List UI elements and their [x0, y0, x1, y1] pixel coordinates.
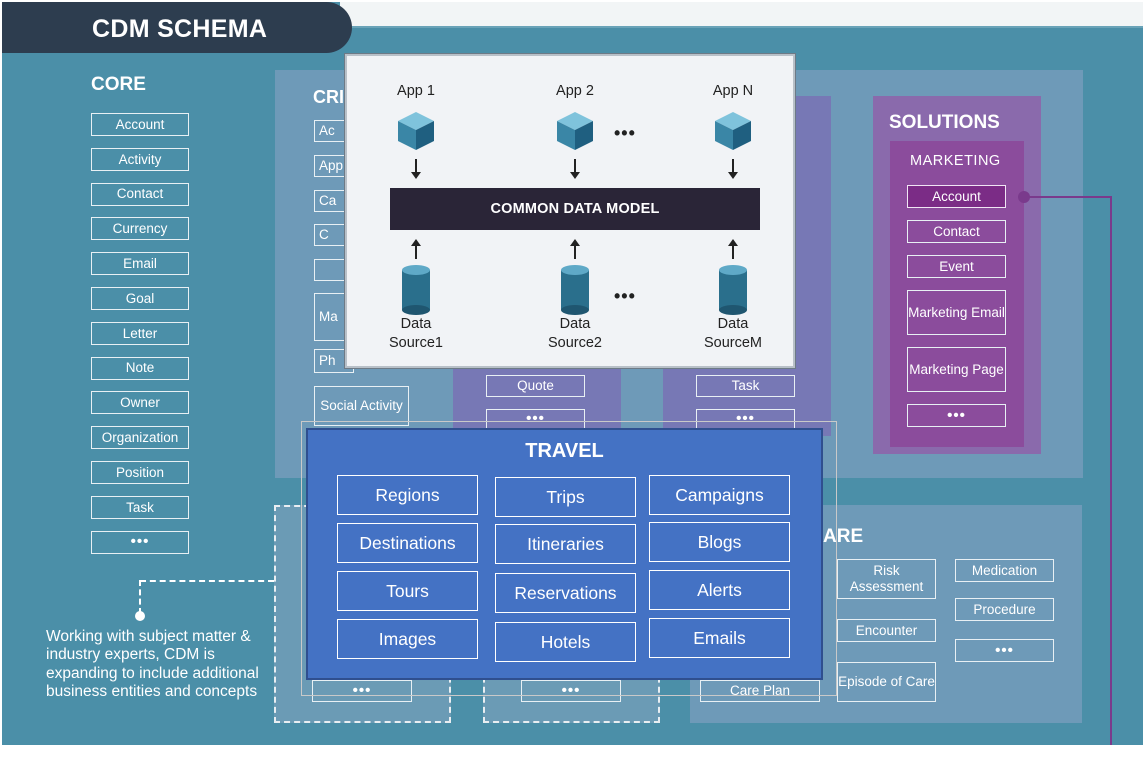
healthcare-item-risk-assessment: Risk Assessment — [837, 559, 936, 599]
travel-item-images: Images — [337, 619, 478, 659]
top-strip-line — [340, 26, 1143, 28]
crm-item-social-activity: Social Activity — [314, 386, 409, 426]
healthcare-item-care-plan: Care Plan — [700, 680, 820, 702]
data-source-1-database-icon — [402, 265, 430, 315]
crm-service-item-task: Task — [696, 375, 795, 397]
travel-item-itineraries: Itineraries — [495, 524, 636, 564]
travel-item-emails: Emails — [649, 618, 790, 658]
core-item-task: Task — [91, 495, 189, 519]
data-source-1-label: Data Source1 — [371, 315, 461, 353]
core-item-more: ••• — [91, 530, 189, 554]
healthcare-item-encounter: Encounter — [837, 619, 936, 642]
marketing-item-account: Account — [907, 185, 1006, 208]
data-source-1-line1: Data — [400, 316, 432, 332]
core-item-email: Email — [91, 252, 189, 276]
data-source-m-label: Data SourceM — [688, 315, 778, 353]
data-source-m-line1: Data — [717, 316, 749, 332]
common-data-model-bar: COMMON DATA MODEL — [390, 188, 760, 230]
core-heading: CORE — [91, 74, 146, 95]
travel-item-reservations: Reservations — [495, 573, 636, 613]
sources-ellipsis: ••• — [614, 286, 636, 306]
marketing-item-marketing-email: Marketing Email — [907, 290, 1006, 335]
travel-item-blogs: Blogs — [649, 522, 790, 562]
core-item-currency: Currency — [91, 217, 189, 241]
marketing-connector-horizontal — [1025, 196, 1112, 198]
travel-outline — [301, 421, 837, 696]
expansion-note: Working with subject matter & industry e… — [46, 628, 259, 700]
marketing-item-marketing-page: Marketing Page — [907, 347, 1006, 392]
healthcare-item-episode-of-care: Episode of Care — [837, 662, 936, 702]
apps-ellipsis: ••• — [614, 123, 636, 143]
travel-item-hotels: Hotels — [495, 622, 636, 662]
core-item-position: Position — [91, 461, 189, 484]
core-item-owner: Owner — [91, 391, 189, 415]
core-item-letter: Letter — [91, 321, 189, 345]
crm-heading: CRI — [313, 87, 344, 107]
arrow-up-icon — [411, 239, 421, 259]
app-1-label: App 1 — [397, 83, 435, 99]
healthcare-heading: ARE — [823, 526, 864, 547]
travel-item-regions: Regions — [337, 475, 478, 515]
marketing-item-event: Event — [907, 255, 1006, 278]
data-source-m-database-icon — [719, 265, 747, 315]
core-item-goal: Goal — [91, 287, 189, 310]
travel-item-campaigns: Campaigns — [649, 475, 790, 515]
arrow-down-icon — [570, 159, 580, 179]
app-n-cube-icon — [715, 112, 751, 150]
marketing-item-more: ••• — [907, 404, 1006, 427]
marketing-heading: MARKETING — [910, 153, 1001, 169]
app-2-cube-icon — [557, 112, 593, 150]
core-item-contact: Contact — [91, 182, 189, 206]
page-title: CDM SCHEMA — [2, 2, 352, 53]
core-item-note: Note — [91, 356, 189, 380]
data-source-2-database-icon — [561, 265, 589, 315]
note-connector-dot — [135, 611, 145, 621]
healthcare-item-more: ••• — [955, 639, 1054, 662]
arrow-down-icon — [728, 159, 738, 179]
travel-item-trips: Trips — [495, 477, 636, 517]
marketing-connector-dot — [1018, 191, 1030, 203]
core-item-organization: Organization — [91, 426, 189, 450]
solutions-heading: SOLUTIONS — [889, 112, 1000, 133]
note-connector-vertical — [139, 580, 141, 614]
note-connector-horizontal — [140, 580, 274, 582]
core-item-account: Account — [91, 113, 189, 136]
data-source-2-label: Data Source2 — [530, 315, 620, 353]
data-source-1-line2: Source1 — [388, 335, 443, 351]
travel-item-alerts: Alerts — [649, 570, 790, 610]
healthcare-item-medication: Medication — [955, 559, 1054, 582]
data-source-m-line2: SourceM — [703, 335, 763, 351]
travel-item-tours: Tours — [337, 571, 478, 611]
common-data-model-diagram: App 1 App 2 App N ••• COMMON DATA MOD — [345, 54, 795, 368]
arrow-up-icon — [728, 239, 738, 259]
data-source-2-line2: Source2 — [547, 335, 602, 351]
app-n-label: App N — [712, 83, 754, 99]
travel-title: TRAVEL — [525, 440, 604, 462]
data-source-2-line1: Data — [559, 316, 591, 332]
app-1-cube-icon — [398, 112, 434, 150]
crm-sales-item-quote: Quote — [486, 375, 585, 397]
app-2-label: App 2 — [556, 83, 594, 99]
marketing-connector-vertical — [1110, 197, 1112, 745]
arrow-down-icon — [411, 159, 421, 179]
top-strip — [340, 2, 1143, 28]
travel-item-destinations: Destinations — [337, 523, 478, 563]
core-item-activity: Activity — [91, 147, 189, 171]
healthcare-item-procedure: Procedure — [955, 598, 1054, 621]
arrow-up-icon — [570, 239, 580, 259]
marketing-item-contact: Contact — [907, 220, 1006, 243]
